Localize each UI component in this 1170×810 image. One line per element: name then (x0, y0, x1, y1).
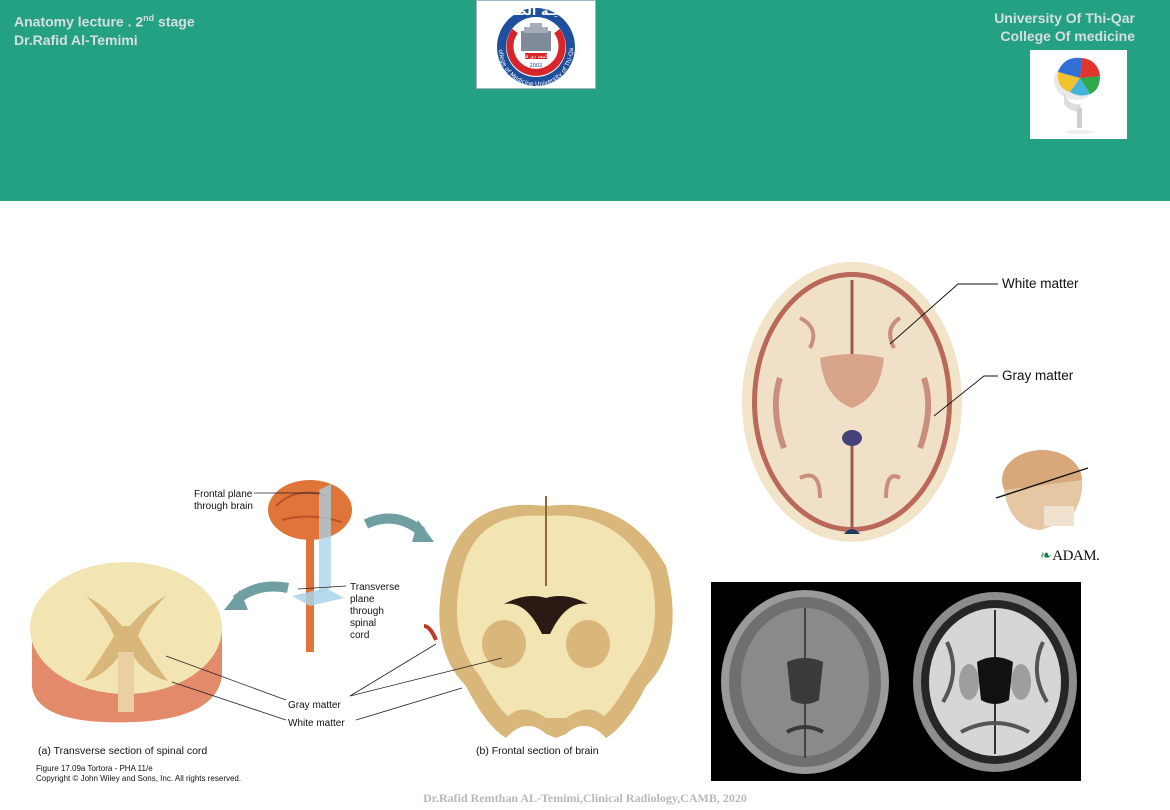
gray-matter-leader (933, 375, 998, 417)
mri-illustration (721, 590, 1077, 774)
figure-reference: Figure 17.09a Tortora - PHA 11/e (36, 764, 153, 773)
skull-thumbnail (995, 450, 1089, 530)
spinal-cord-section (30, 562, 222, 723)
label-gray-matter-right: Gray matter (1002, 368, 1074, 383)
white-matter-leader (889, 283, 998, 345)
lecture-title: Anatomy lecture . 2nd stage (14, 13, 195, 30)
tortora-illustration: Frontal plane through brain Transverse p… (30, 480, 673, 783)
logo-year: 2002 (530, 63, 543, 69)
arrow-to-brain-icon (363, 513, 426, 536)
figure-copyright: Copyright © John Wiley and Sons, Inc. Al… (36, 774, 241, 783)
transverse-plane-shape (292, 588, 344, 606)
adam-logo: ❧ADAM. (1040, 548, 1100, 565)
small-brain-diagram (268, 480, 352, 652)
college-name: College Of medicine (1000, 28, 1135, 44)
header-left-text: Anatomy lecture . 2nd stage Dr.Rafid Al-… (14, 9, 195, 49)
label-frontal-plane-2: through brain (194, 501, 253, 512)
label-transverse-4: spinal (350, 618, 376, 629)
logo-arabic-title: كليـة الطب (501, 4, 572, 19)
adam-axial-figure: White matter Gray matter (740, 258, 1170, 580)
label-transverse-2: plane (350, 594, 375, 605)
axial-brain-illustration: White matter Gray matter (742, 262, 1089, 542)
label-gray-matter: Gray matter (288, 700, 341, 711)
label-white-matter: White matter (288, 718, 345, 729)
university-name: University Of Thi-Qar (994, 10, 1135, 26)
label-transverse-3: through (350, 606, 384, 617)
logo-university-text: جامعة ذي قار (521, 54, 550, 60)
label-white-matter-right: White matter (1002, 276, 1079, 291)
caption-a: (a) Transverse section of spinal cord (38, 745, 207, 757)
frontal-plane-shape (319, 484, 331, 594)
tortora-figure: Frontal plane through brain Transverse p… (26, 476, 676, 788)
label-transverse-1: Transverse (350, 582, 400, 593)
college-logo-icon: جامعة ذي قار 2002 كليـة الطب College of … (475, 0, 575, 88)
leaf-icon: ❧ (1040, 549, 1052, 564)
mri-t1-right (913, 592, 1077, 772)
frontal-brain-section (423, 496, 673, 738)
label-frontal-plane-1: Frontal plane (194, 489, 253, 500)
label-transverse-5: cord (350, 630, 369, 641)
lecturer-name: Dr.Rafid Al-Temimi (14, 31, 138, 48)
colored-brain-icon (1054, 57, 1100, 134)
mri-axial-images (711, 582, 1081, 781)
adam-logo-text: ADAM. (1052, 548, 1100, 564)
slide-footer: Dr.Rafid Remthan AL-Temimi,Clinical Radi… (423, 791, 747, 805)
arrow-to-cord-icon (232, 581, 289, 604)
caption-b: (b) Frontal section of brain (476, 745, 599, 757)
mri-t1-left (721, 590, 889, 774)
header-right-text: University Of Thi-Qar College Of medicin… (994, 9, 1135, 45)
brain-skull-icon (1030, 50, 1127, 139)
axial-brain-section (742, 262, 962, 542)
college-logo: جامعة ذي قار 2002 كليـة الطب College of … (475, 0, 596, 89)
leader-lines (165, 492, 503, 721)
